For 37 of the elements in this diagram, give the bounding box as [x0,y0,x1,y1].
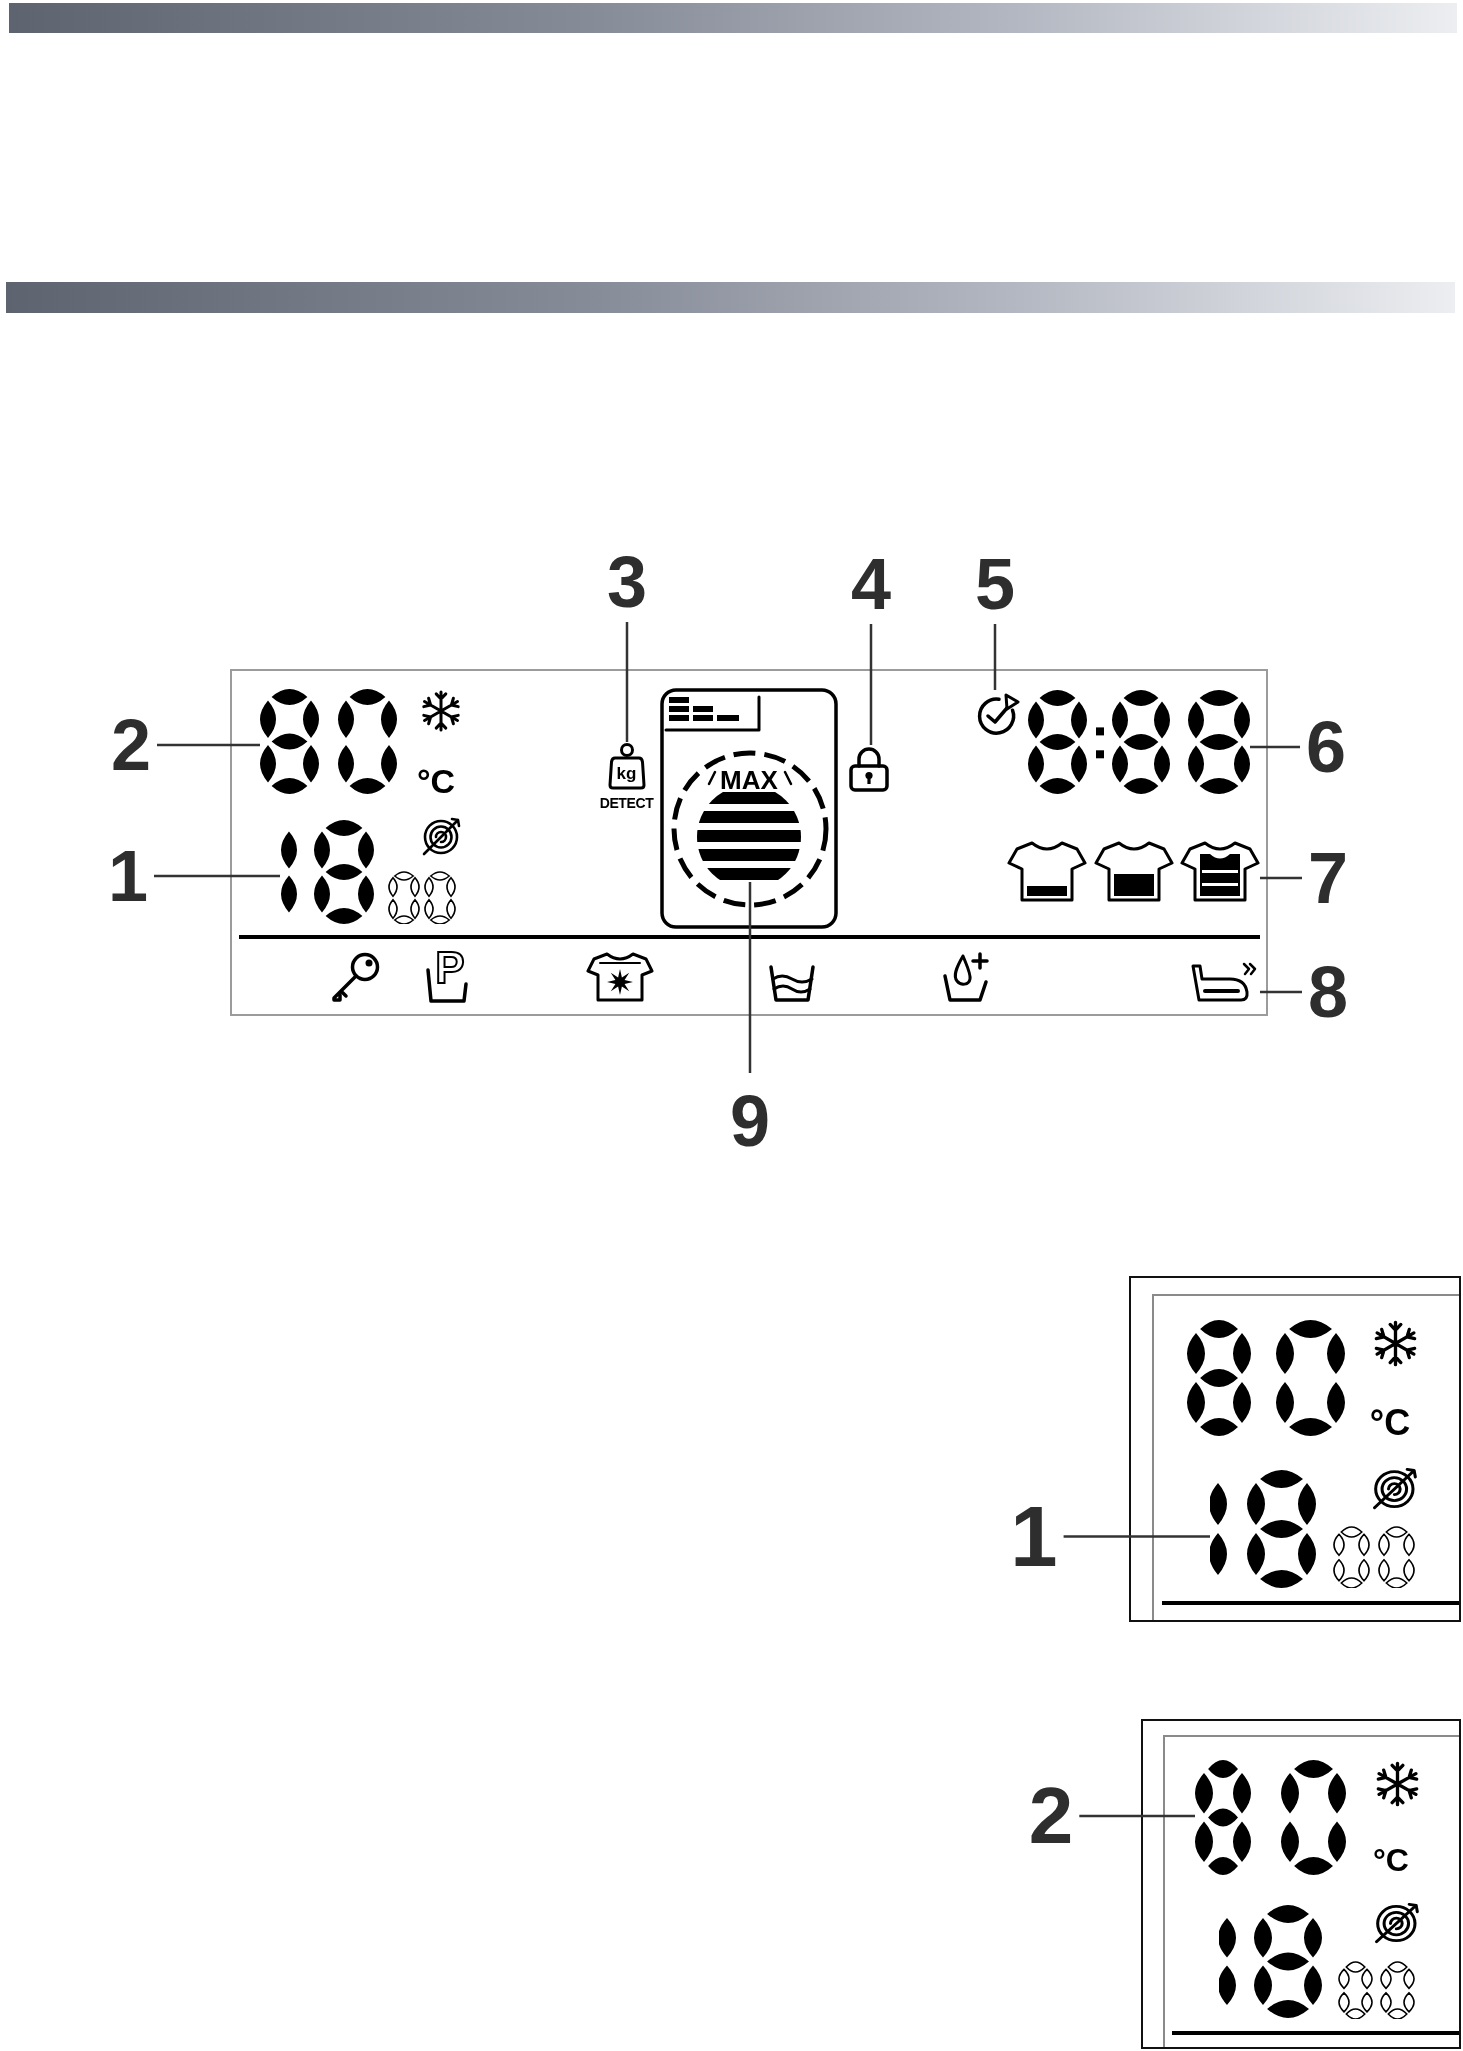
leader-line [869,624,873,745]
leader-line [1250,745,1300,749]
callout-number: 3 [607,546,647,618]
leader-line [1260,876,1302,880]
indicator-label: DETECT [599,796,654,810]
symbol-letter: P [435,946,465,990]
lcd-display-panel [230,669,1268,1016]
segment-digits [280,820,456,924]
segment-digits [1210,1470,1415,1588]
segment-digits [1028,690,1250,794]
lock-icon [849,745,889,792]
segment-digits [260,689,397,794]
unit-label: °C [416,764,456,798]
callout-number: 5 [975,548,1015,620]
callout-number: 1 [1010,1494,1058,1579]
callout-number: 1 [108,840,148,912]
callout-number: 6 [1306,711,1346,783]
callout-number: 8 [1308,956,1348,1028]
callout-number: 2 [111,709,151,781]
leader-line [154,874,280,878]
segment-digits [1187,1320,1345,1436]
leader-line [157,743,260,747]
leader-line [1079,1814,1195,1818]
leader-line [1063,1535,1210,1538]
leader-line [625,622,629,742]
leader-line [748,882,752,1073]
unit-label: kg [616,765,637,782]
segment-digits [1219,1905,1415,2019]
callout-number: 9 [730,1085,770,1157]
unit-label: °C [1373,1844,1409,1876]
callout-number: 4 [851,548,891,620]
callout-number: 7 [1308,842,1348,914]
leader-line [993,624,997,690]
segment-digits [1195,1760,1346,1875]
callout-number: 2 [1028,1776,1074,1856]
unit-label: °C [1369,1405,1411,1441]
leader-line [1260,990,1302,994]
